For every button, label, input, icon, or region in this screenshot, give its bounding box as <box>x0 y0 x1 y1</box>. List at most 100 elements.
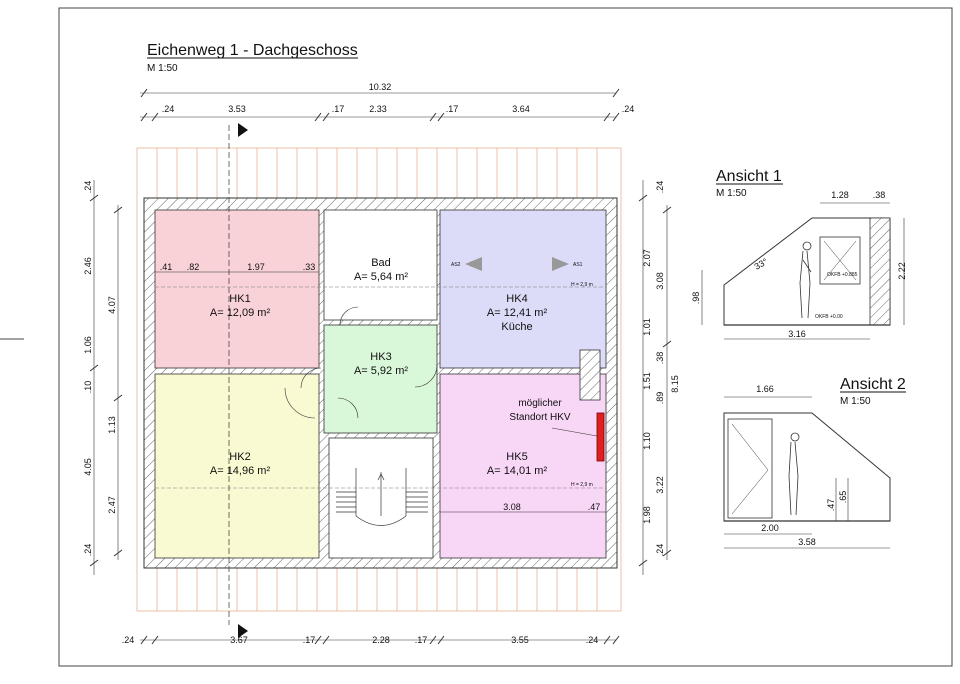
dim-left: 4.05 <box>83 458 93 476</box>
view-1: Ansicht 1 M 1:50 33° OKFB +0.885 OKFB +0… <box>691 168 907 340</box>
dim-left: 2.47 <box>107 496 117 514</box>
dim-right: .24 <box>655 181 665 194</box>
dim-hk5: .47 <box>588 502 601 512</box>
bad-area: A= 5,64 m² <box>354 271 408 283</box>
dim-right: 8.15 <box>670 375 680 393</box>
hk2-name: HK2 <box>229 451 250 463</box>
view2-dim: .47 <box>826 499 836 512</box>
view1-dim: .98 <box>691 292 701 305</box>
dim-top: 3.53 <box>228 104 246 114</box>
dim-left: 2.46 <box>83 257 93 275</box>
dim-left: .10 <box>83 381 93 394</box>
view1-okfb-floor: OKFB +0.00 <box>815 314 843 320</box>
view2-title: Ansicht 2 <box>840 376 906 393</box>
dim-left: .24 <box>83 181 93 194</box>
view-2: Ansicht 2 M 1:50 1.66 .47 .65 2.00 3.58 <box>723 376 906 549</box>
hk1-name: HK1 <box>229 293 250 305</box>
dim-bottom: 3.55 <box>511 635 529 645</box>
hkv-label-1: möglicher <box>518 398 562 409</box>
height-note-hk4: H = 2,9 m <box>571 282 593 288</box>
view1-okfb-window: OKFB +0.885 <box>827 272 858 278</box>
arrow-left-icon <box>465 257 482 271</box>
view1-title: Ansicht 1 <box>716 168 782 185</box>
view2-dim: .65 <box>838 491 848 504</box>
hk4-area: A= 12,41 m² <box>487 307 548 319</box>
hk5-area: A= 14,01 m² <box>487 465 548 477</box>
hk1-area: A= 12,09 m² <box>210 307 271 319</box>
dim-bottom: .24 <box>586 635 599 645</box>
dim-top: .24 <box>622 104 635 114</box>
dim-right: .89 <box>655 392 665 405</box>
height-note-hk5: H = 2,9 m <box>571 482 593 488</box>
view2-dim: 2.00 <box>761 523 779 533</box>
dimension-lines <box>93 92 668 641</box>
dim-hk1: .82 <box>187 262 200 272</box>
view2-dim: 3.58 <box>798 537 816 547</box>
view1-dim: 3.16 <box>788 329 806 339</box>
dim-top: 2.33 <box>369 104 387 114</box>
dim-hk1: 1.97 <box>247 262 265 272</box>
door-swings <box>284 306 438 419</box>
dimension-labels: 10.32 .24 3.53 .17 2.33 .17 3.64 .24 .24… <box>83 82 680 645</box>
dim-right: 1.01 <box>642 318 652 336</box>
view1-outline <box>723 217 891 326</box>
room-hk3 <box>323 324 438 434</box>
dim-right: 1.98 <box>642 506 652 524</box>
view1-person-figure <box>799 241 812 319</box>
dim-hk1: .33 <box>303 262 316 272</box>
dim-right: .24 <box>655 544 665 557</box>
view1-dim: 2.22 <box>897 262 907 280</box>
view1-dim: 1.28 <box>831 190 849 200</box>
hk3-name: HK3 <box>370 351 391 363</box>
hk2-area: A= 14,96 m² <box>210 465 271 477</box>
dim-bottom: .17 <box>303 635 316 645</box>
dim-bottom: 3.67 <box>230 635 248 645</box>
dim-left: 1.06 <box>83 336 93 354</box>
section-arrow-top <box>238 123 248 137</box>
dim-left: 4.07 <box>107 296 117 314</box>
view2-door <box>727 418 773 519</box>
room-hk2 <box>154 373 320 559</box>
room-hk4 <box>439 209 607 369</box>
hkv-label-2: Standort HKV <box>509 412 570 423</box>
dim-left: 1.13 <box>107 416 117 434</box>
hk3-area: A= 5,92 m² <box>354 365 408 377</box>
staircase <box>336 468 428 526</box>
hk4-name: HK4 <box>506 293 527 305</box>
as2-label: AS2 <box>451 262 461 268</box>
dim-top: .17 <box>332 104 345 114</box>
view1-scale: M 1:50 <box>716 188 747 199</box>
room-bad <box>323 209 438 321</box>
dim-bottom: .24 <box>122 635 135 645</box>
view2-scale: M 1:50 <box>840 396 871 407</box>
section-arrow-bottom <box>238 624 248 638</box>
view2-dim: 1.66 <box>756 384 774 394</box>
dim-right: 3.08 <box>655 272 665 290</box>
view2-person-figure <box>788 432 800 516</box>
dim-right: 1.51 <box>642 372 652 390</box>
as1-label: AS1 <box>573 262 583 268</box>
drawing-scale: M 1:50 <box>147 63 178 74</box>
drawing-title: Eichenweg 1 - Dachgeschoss <box>147 42 358 59</box>
dim-left: .24 <box>83 544 93 557</box>
dim-bottom: 2.28 <box>372 635 390 645</box>
dim-right: 1.10 <box>642 432 652 450</box>
room-hk1 <box>154 209 320 369</box>
dimension-ticks <box>89 88 672 645</box>
dim-top-total: 10.32 <box>369 82 392 92</box>
dim-hk1: .41 <box>160 262 173 272</box>
dim-right: 2.07 <box>642 249 652 267</box>
room-hk5 <box>439 373 607 559</box>
dim-top: 3.64 <box>512 104 530 114</box>
dim-top: .24 <box>162 104 175 114</box>
dim-right: 3.22 <box>655 476 665 494</box>
dim-hk5: 3.08 <box>503 502 521 512</box>
view1-dim: .38 <box>873 190 886 200</box>
dim-bottom: .17 <box>415 635 428 645</box>
dim-right: .38 <box>655 352 665 365</box>
bad-name: Bad <box>371 257 391 269</box>
sheet-frame <box>58 7 953 667</box>
dim-top: .17 <box>446 104 459 114</box>
